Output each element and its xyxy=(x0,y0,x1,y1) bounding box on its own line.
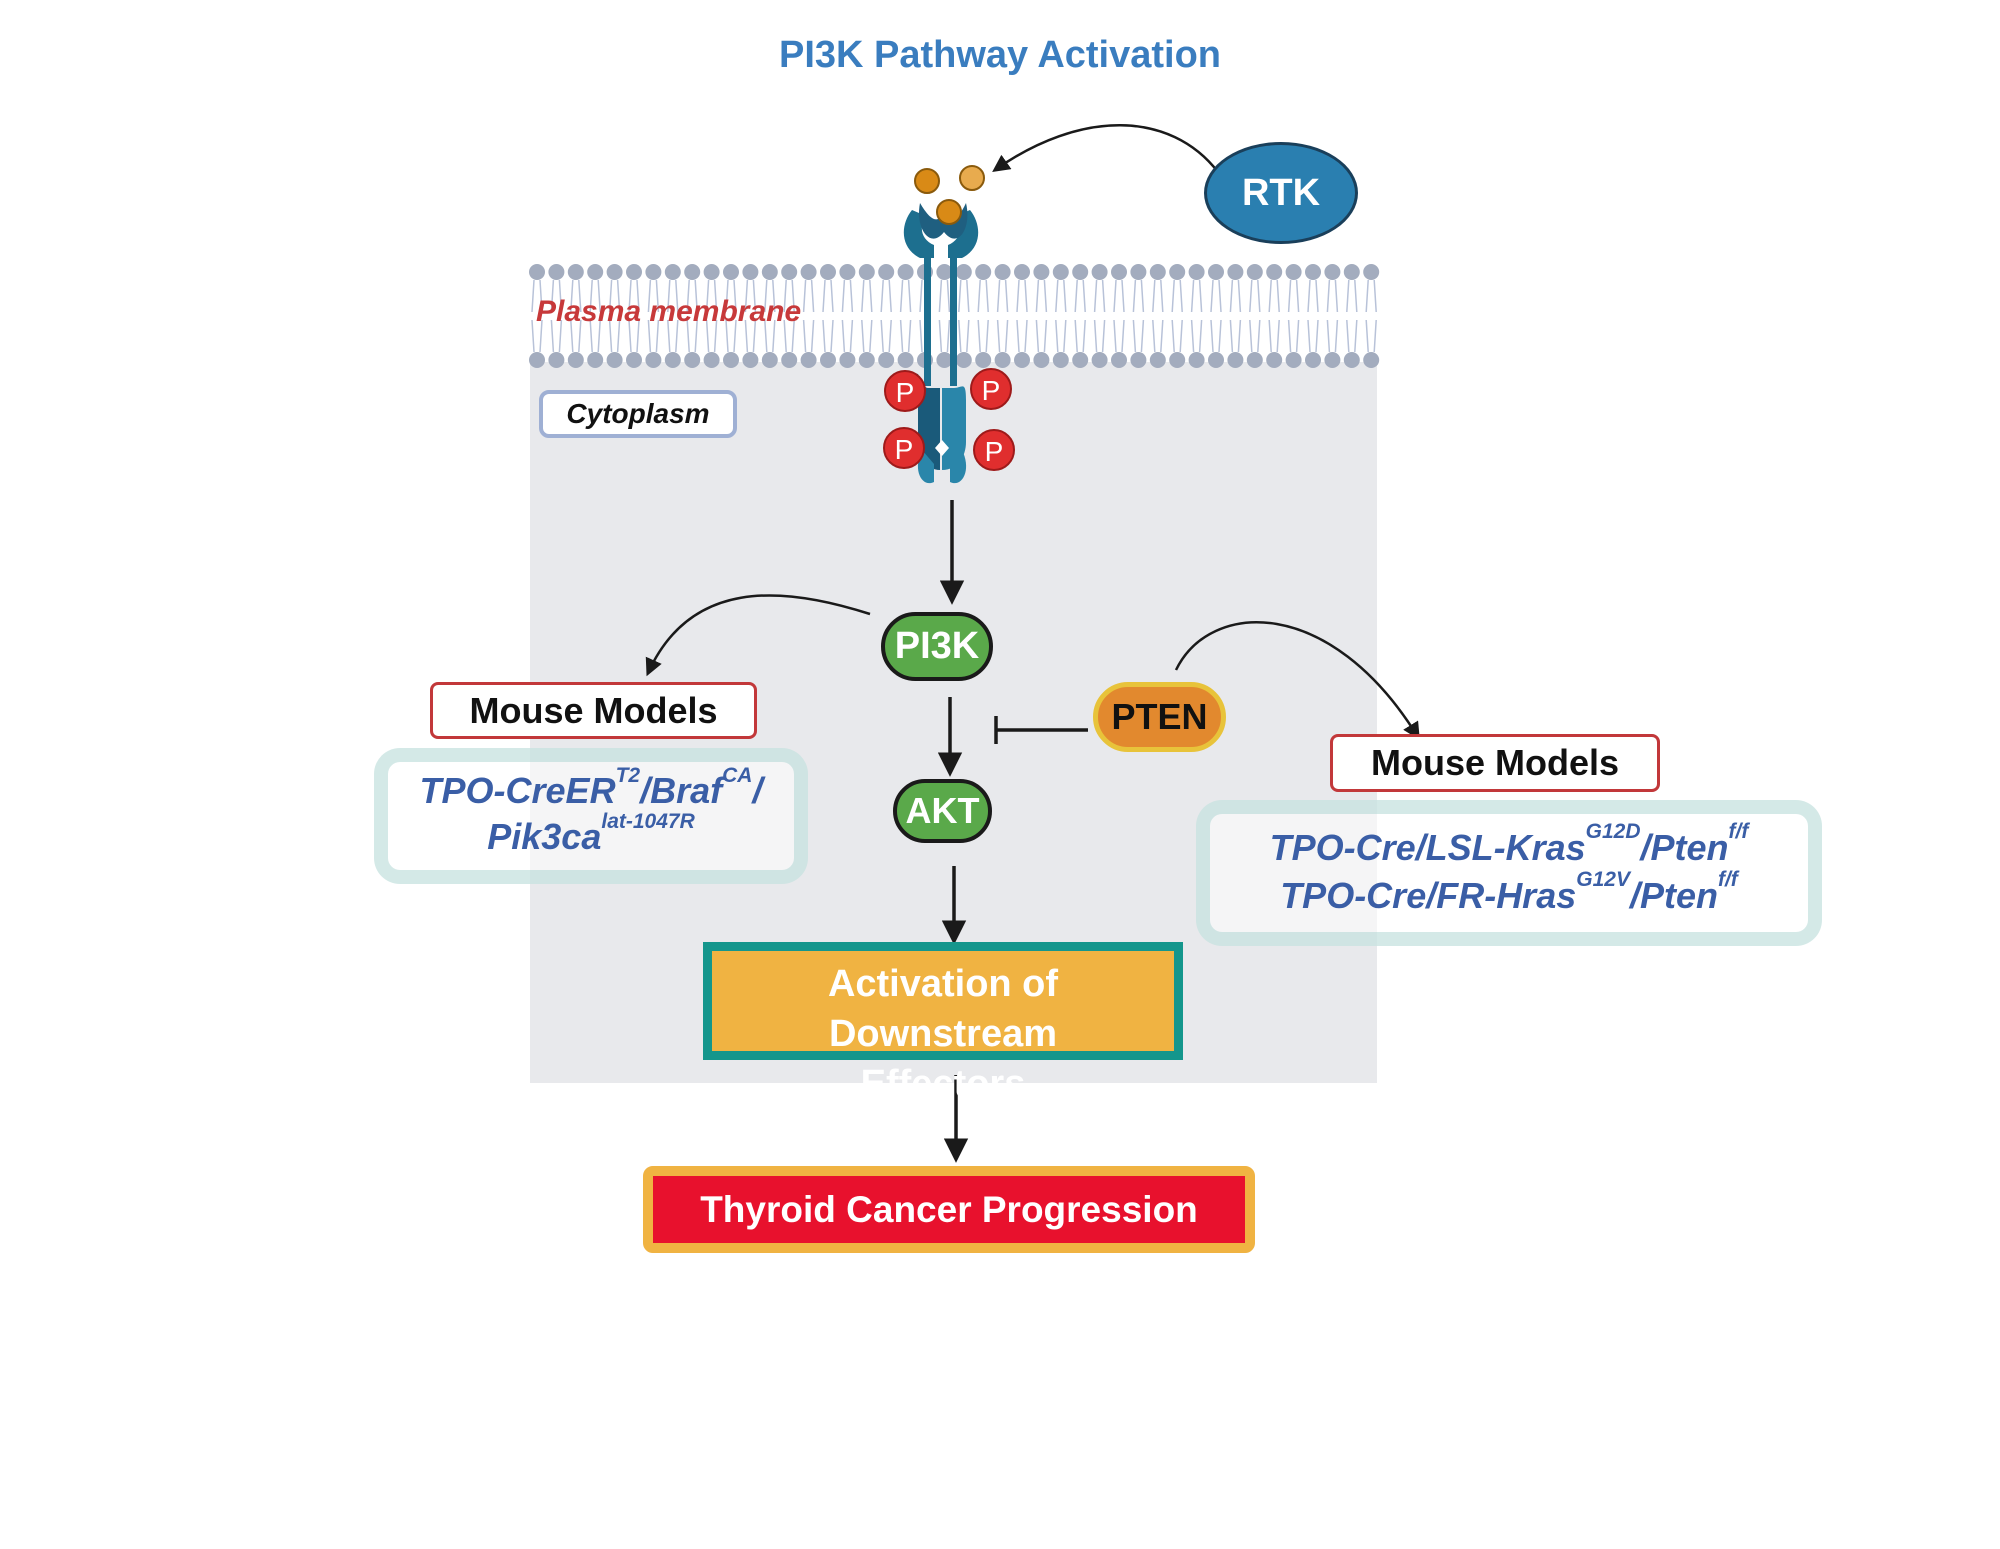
mouse-models-right-genotypes: TPO-Cre/LSL-KrasG12D/Ptenf/f TPO-Cre/FR-… xyxy=(1196,800,1822,946)
pten-node: PTEN xyxy=(1093,682,1226,752)
mouse-models-right-heading: Mouse Models xyxy=(1330,734,1660,792)
akt-node: AKT xyxy=(893,779,992,843)
genotype-line: Pik3calat-1047R xyxy=(487,810,695,857)
phospho-label: P xyxy=(982,375,1001,406)
pi3k-to-mouse-models-left-arrow xyxy=(645,594,871,677)
pi3k-node: PI3K xyxy=(881,612,993,681)
rtk-to-receptor-arrow xyxy=(992,124,1219,173)
membrane-lipid-tails xyxy=(531,279,1377,353)
pten-to-mouse-models-right-arrow xyxy=(1174,621,1420,740)
pten-inhibition-bar xyxy=(994,716,1088,744)
genotype-line: TPO-Cre/LSL-KrasG12D/Ptenf/f xyxy=(1269,820,1749,868)
phospho-label: P xyxy=(896,377,915,408)
diagram-title: PI3K Pathway Activation xyxy=(778,34,1222,76)
mouse-models-left-genotypes: TPO-CreERT2/BrafCA/ Pik3calat-1047R xyxy=(374,748,808,884)
genotype-line: TPO-CreERT2/BrafCA/ xyxy=(419,764,763,811)
downstream-effectors-box: Activation of Downstream Effectors xyxy=(703,942,1183,1105)
ligand-icon xyxy=(914,165,985,225)
phospho-label: P xyxy=(985,436,1004,467)
genotype-line: TPO-Cre/FR-HrasG12V/Ptenf/f xyxy=(1280,868,1738,916)
rtk-node: RTK xyxy=(1204,142,1358,244)
phospho-label: P xyxy=(895,434,914,465)
cytoplasm-label: Cytoplasm xyxy=(539,390,737,438)
mouse-models-left-heading: Mouse Models xyxy=(430,682,757,739)
plasma-membrane-label: Plasma membrane xyxy=(536,295,802,328)
phosphate-icon: P P P P xyxy=(883,368,1015,471)
thyroid-cancer-progression-box: Thyroid Cancer Progression xyxy=(643,1166,1255,1253)
